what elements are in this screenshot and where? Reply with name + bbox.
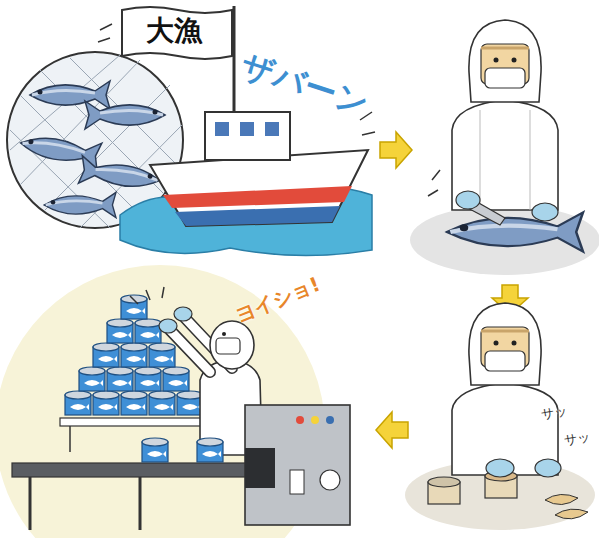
worker-canning — [405, 303, 595, 530]
sound-effect: サッ — [540, 403, 568, 422]
conveyor-stacking — [0, 265, 350, 538]
worker-cutting — [410, 20, 599, 275]
fishing-boat — [7, 6, 375, 256]
sound-effect: サッ — [563, 429, 591, 448]
flag-text: 大漁 — [146, 16, 202, 47]
sound-effect: ザバーン — [237, 48, 372, 122]
